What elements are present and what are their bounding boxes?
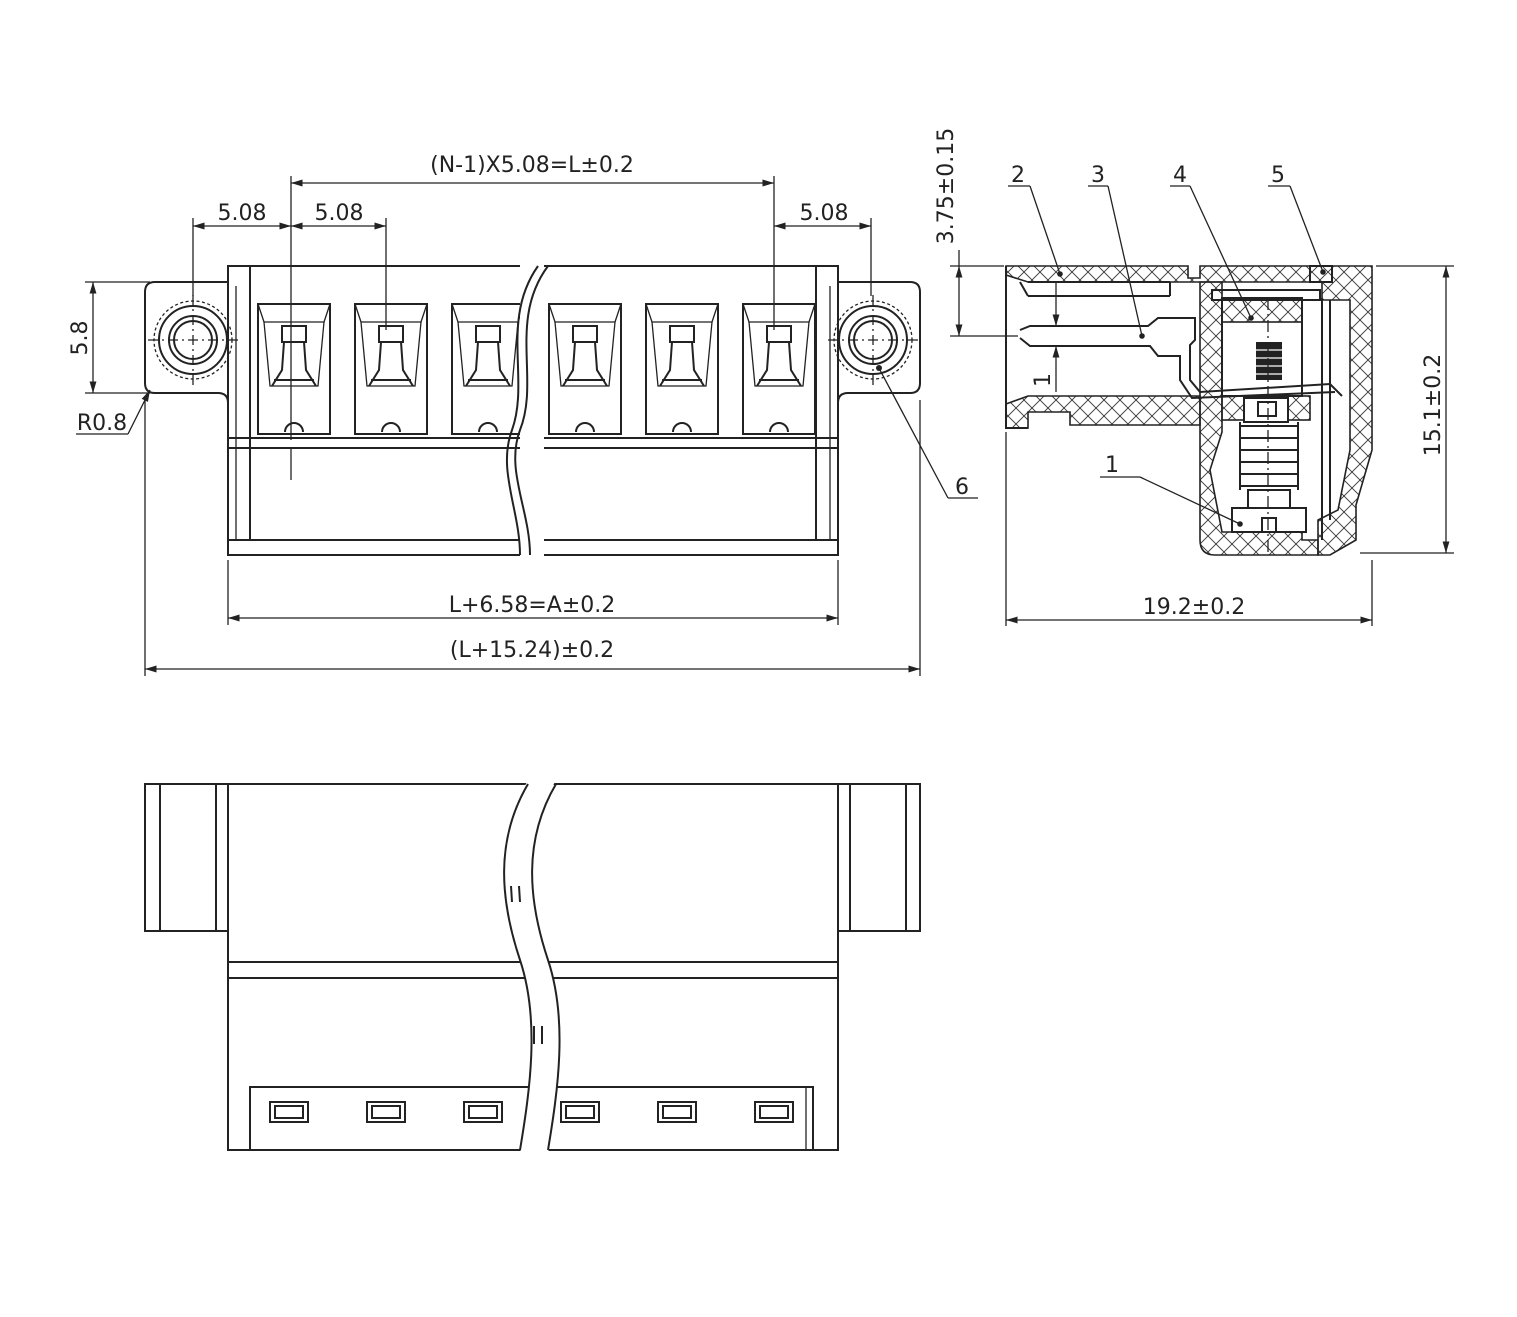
terminal-slot — [354, 303, 428, 435]
side-view — [1005, 265, 1373, 556]
dim-body-length: L+6.58=A±0.2 — [449, 593, 616, 618]
dim-total-length: (L+15.24)±0.2 — [450, 638, 614, 663]
callout-5: 5 — [1271, 163, 1285, 188]
terminal-slot — [548, 303, 622, 435]
dim-pitch-2: 5.08 — [315, 201, 364, 226]
terminal-slot — [645, 303, 719, 435]
front-dimensions: (N-1)X5.08=L±0.2 5.08 5.08 5.08 5.8 R0.8… — [68, 153, 978, 676]
pin-opening — [269, 1101, 309, 1123]
callout-2: 2 — [1011, 163, 1025, 188]
side-dimensions: 2 3 4 5 1 1 3.75±0.15 15.1±0.2 19.2±0.2 — [934, 128, 1454, 626]
spring — [1256, 342, 1282, 380]
dim-flange-height: 5.8 — [68, 321, 93, 356]
dim-height: 15.1±0.2 — [1421, 354, 1446, 456]
dim-pitch-formula: (N-1)X5.08=L±0.2 — [430, 153, 634, 178]
dim-top-offset: 3.75±0.15 — [934, 128, 959, 244]
pin-opening — [366, 1101, 406, 1123]
pin-opening — [657, 1101, 697, 1123]
dim-pitch-right: 5.08 — [800, 201, 849, 226]
pin-opening — [560, 1101, 600, 1123]
right-flange — [837, 281, 921, 404]
pin-opening — [754, 1101, 794, 1123]
pin-opening — [463, 1101, 503, 1123]
callout-4: 4 — [1173, 163, 1187, 188]
left-flange — [144, 281, 229, 404]
terminal-slot — [257, 303, 331, 435]
callout-1-front: 1 — [1031, 373, 1056, 387]
dim-pitch-1: 5.08 — [218, 201, 267, 226]
dim-corner-radius: R0.8 — [77, 411, 127, 436]
dim-depth: 19.2±0.2 — [1143, 595, 1245, 620]
front-view — [144, 262, 921, 559]
terminal-slot — [742, 303, 816, 435]
clamp-screw — [1231, 397, 1307, 533]
terminal-slot — [451, 303, 525, 435]
left-mounting-screw — [148, 295, 238, 385]
bottom-view — [144, 780, 921, 1154]
right-mounting-screw — [828, 295, 918, 385]
callout-1-side: 1 — [1105, 453, 1119, 478]
pin-openings — [269, 1101, 794, 1123]
callout-3: 3 — [1091, 163, 1105, 188]
callout-6: 6 — [955, 475, 969, 500]
